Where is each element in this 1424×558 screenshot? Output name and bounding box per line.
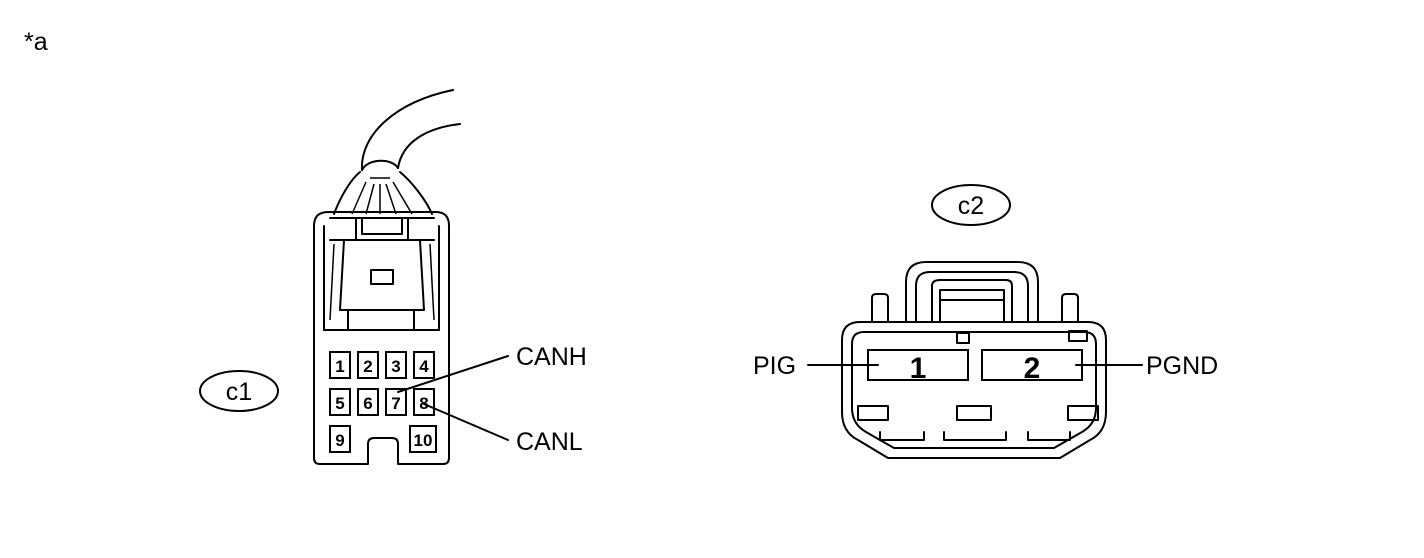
c1-pin-4-label: 4: [419, 357, 429, 376]
connector-c2: c2 1 2: [753, 184, 1218, 459]
c1-pin-3-label: 3: [391, 357, 400, 376]
c1-pin-10: [409, 425, 437, 453]
c2-pig-label: PIG: [753, 352, 796, 380]
c2-housing: [841, 321, 1107, 459]
c1-pin-6: [357, 388, 379, 416]
c1-tag-label: c1: [226, 378, 252, 406]
c2-pin-1-label: 1: [910, 352, 927, 385]
figure-label: *a: [24, 28, 48, 56]
c1-pin-3: [385, 351, 407, 379]
c2-tag-label: c2: [958, 192, 984, 220]
c1-canl-leader: [423, 403, 509, 441]
c1-canl-label: CANL: [516, 428, 583, 456]
c1-pin-7-label: 7: [391, 394, 400, 413]
c2-pin-2-label: 2: [1024, 352, 1041, 385]
c2-pgnd-label: PGND: [1146, 352, 1218, 380]
c1-pin-7: [385, 388, 407, 416]
c1-pin-2-label: 2: [363, 357, 372, 376]
c1-pin-4: [413, 351, 435, 379]
c1-wire-harness: [333, 89, 461, 215]
connector-c1: 1 2 3 4 5 6 7 8 9 10 CANH CANL c1: [199, 89, 587, 465]
c1-pin-8: [413, 388, 435, 416]
c1-pin-1: [329, 351, 351, 379]
c2-pin-2: [981, 349, 1083, 381]
c1-pin-grid: 1 2 3 4 5 6 7 8 9 10: [329, 351, 437, 453]
c1-pin-6-label: 6: [363, 394, 372, 413]
c1-pin-5: [329, 388, 351, 416]
c1-pin-10-label: 10: [414, 431, 433, 450]
c1-housing: [313, 211, 450, 465]
c1-pin-9-label: 9: [335, 431, 344, 450]
c1-pin-1-label: 1: [335, 357, 344, 376]
c1-tag-ellipse: [199, 370, 279, 412]
c1-canh-label: CANH: [516, 343, 587, 371]
c1-pin-5-label: 5: [335, 394, 344, 413]
c1-pin-2: [357, 351, 379, 379]
c2-latch: [871, 261, 1079, 323]
c2-tag-ellipse: [931, 184, 1011, 226]
c1-canh-leader: [397, 355, 509, 393]
c1-pin-9: [329, 425, 351, 453]
